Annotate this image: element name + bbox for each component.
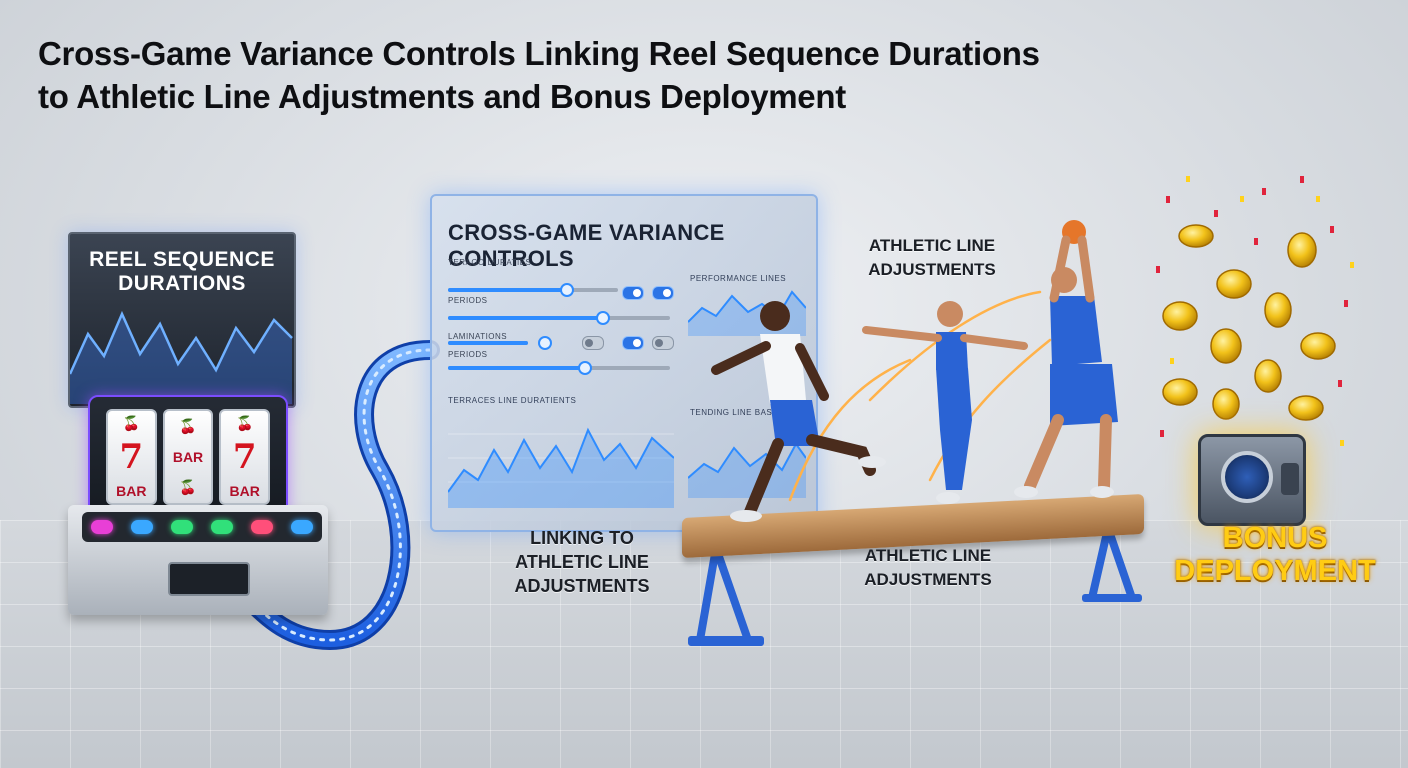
- motion-arc: [788, 358, 912, 502]
- reel-label-line-2: DURATIONS: [118, 272, 246, 295]
- slider-knob[interactable]: [578, 361, 592, 375]
- variance-slider[interactable]: [448, 283, 618, 297]
- toggle-switch[interactable]: [582, 336, 604, 350]
- gymnast-athlete: [862, 301, 1028, 504]
- slider-fill: [448, 316, 604, 320]
- slot-button[interactable]: [211, 520, 233, 534]
- trending-chart: [688, 442, 806, 498]
- athletic-line-label-bottom: ATHLETIC LINE ADJUSTMENTS: [828, 544, 1028, 592]
- athletic-top-line-2: ADJUSTMENTS: [868, 260, 996, 279]
- motion-arc: [928, 338, 1052, 482]
- toggle-switch[interactable]: [622, 336, 644, 350]
- control-label: PERIODS: [448, 296, 488, 305]
- slider-fill: [448, 366, 586, 370]
- slider-knob[interactable]: [596, 311, 610, 325]
- cherry-icon: 🍒: [235, 415, 254, 432]
- slot-reels: 🍒 7 BAR 🍒 BAR 🍒 🍒 7 BAR: [106, 409, 271, 505]
- reel-label-line-1: REEL SEQUENCE: [89, 248, 275, 271]
- slot-button[interactable]: [131, 520, 153, 534]
- cherry-icon: 🍒: [122, 415, 141, 432]
- slot-button[interactable]: [251, 520, 273, 534]
- linking-label-line-2: ATHLETIC LINE: [515, 552, 649, 572]
- page-title: Cross-Game Variance Controls Linking Ree…: [38, 32, 1318, 118]
- slot-button-panel: [82, 512, 322, 542]
- slot-reel: 🍒 7 BAR: [219, 409, 271, 505]
- seven-symbol: 7: [119, 437, 144, 478]
- slot-button[interactable]: [171, 520, 193, 534]
- panel-label: TERRACES LINE DURATIENTS: [448, 396, 577, 405]
- linking-label-line-3: ADJUSTMENTS: [514, 576, 650, 596]
- slider-fill: [448, 288, 567, 292]
- slot-reel: 🍒 BAR 🍒: [162, 409, 214, 505]
- basketball-athlete: [1014, 220, 1118, 498]
- dashboard-title: CROSS-GAME VARIANCE CONTROLS: [448, 220, 725, 271]
- reel-duration-chart: [70, 310, 293, 404]
- slider-knob[interactable]: [560, 283, 574, 297]
- reel-sequence-display: REEL SEQUENCE DURATIONS: [68, 232, 296, 408]
- slot-reel: 🍒 7 BAR: [106, 409, 157, 505]
- panel-label: PERFORMANCE LINES: [690, 274, 787, 283]
- motion-arc: [868, 290, 1042, 402]
- runner-athlete: [711, 301, 886, 522]
- vault-dial-icon: [1221, 451, 1273, 503]
- variance-slider[interactable]: [448, 336, 552, 350]
- athletic-line-label-top: ATHLETIC LINE ADJUSTMENTS: [842, 234, 1022, 282]
- slot-machine-cabinet: 🍒 7 BAR 🍒 BAR 🍒 🍒 7 BAR: [88, 395, 288, 519]
- toggle-switch[interactable]: [622, 286, 644, 300]
- panel-label: TENDING LINE BASES: [690, 408, 784, 417]
- variance-controls-dashboard: CROSS-GAME VARIANCE CONTROLS TERAGO DURA…: [430, 194, 818, 532]
- slider-knob[interactable]: [538, 336, 552, 350]
- title-line-2: to Athletic Line Adjustments and Bonus D…: [38, 78, 846, 115]
- athletic-top-line-1: ATHLETIC LINE: [868, 236, 996, 255]
- line-duration-chart: [448, 427, 674, 508]
- bonus-label-line-1: BONUS: [1222, 522, 1328, 554]
- vault-handle-icon: [1281, 463, 1299, 495]
- seven-symbol: 7: [232, 437, 257, 478]
- title-line-1: Cross-Game Variance Controls Linking Ree…: [38, 35, 1040, 72]
- cherry-icon: 🍒: [179, 479, 197, 495]
- control-label: TERAGO DURATIES: [448, 258, 532, 267]
- linking-label-line-1: LINKING TO: [530, 528, 634, 548]
- bar-symbol: BAR: [172, 449, 204, 465]
- slot-button[interactable]: [91, 520, 113, 534]
- bonus-label-line-2: DEPLOYMENT: [1174, 555, 1376, 587]
- cherry-icon: 🍒: [179, 418, 197, 434]
- athletic-bottom-line-1: ATHLETIC LINE: [864, 546, 992, 565]
- bonus-vault: [1198, 434, 1306, 526]
- control-label: LAMINATIONS: [448, 332, 508, 341]
- slider-fill: [448, 341, 528, 345]
- slot-button[interactable]: [291, 520, 313, 534]
- toggle-switch[interactable]: [652, 336, 674, 350]
- toggle-switch[interactable]: [652, 286, 674, 300]
- variance-slider[interactable]: [448, 311, 670, 325]
- bar-symbol: BAR: [229, 482, 260, 499]
- bonus-deployment-label: BONUS DEPLOYMENT: [1170, 522, 1380, 588]
- reel-sequence-label: REEL SEQUENCE DURATIONS: [70, 248, 294, 296]
- coin-tray: [168, 562, 250, 596]
- linking-label: LINKING TO ATHLETIC LINE ADJUSTMENTS: [492, 526, 672, 598]
- bar-symbol: BAR: [116, 482, 147, 499]
- control-label: PERIODS: [448, 350, 488, 359]
- athletic-bottom-line-2: ADJUSTMENTS: [864, 570, 992, 589]
- variance-slider[interactable]: [448, 361, 670, 375]
